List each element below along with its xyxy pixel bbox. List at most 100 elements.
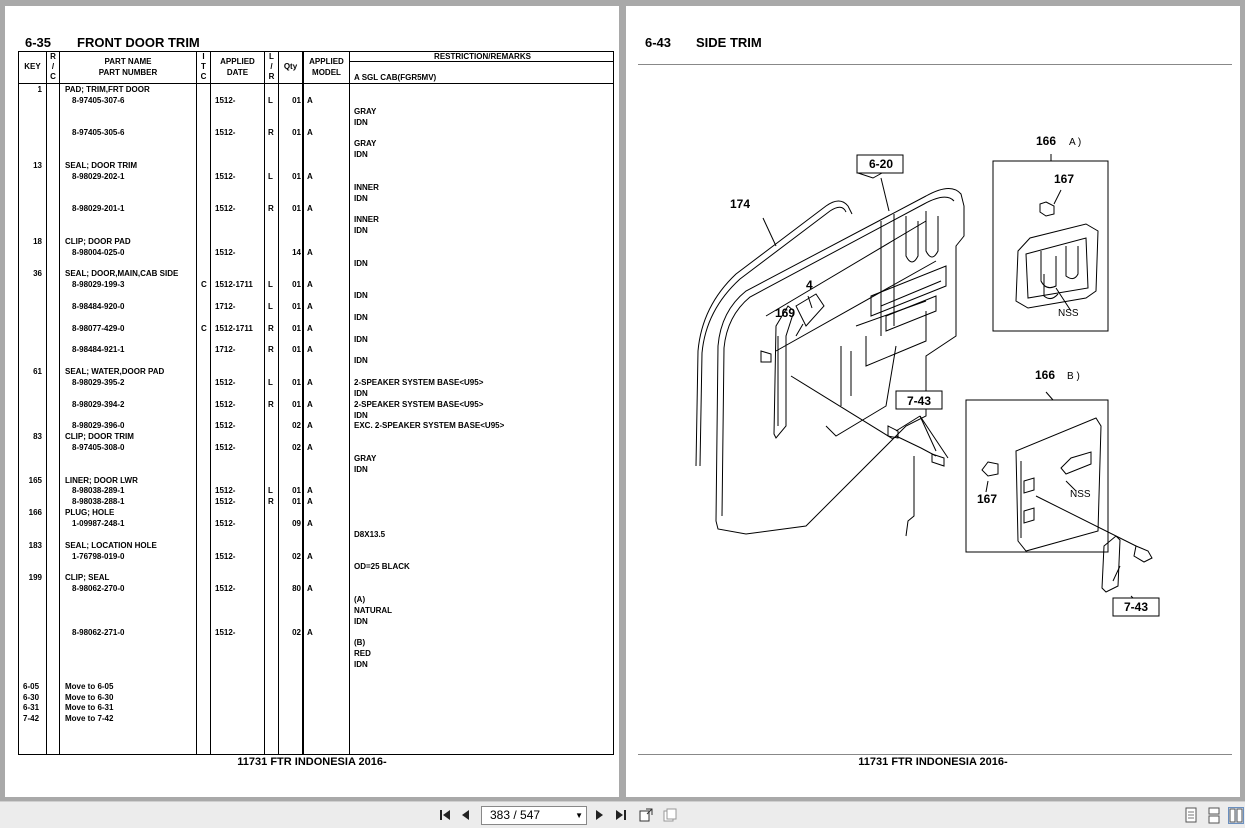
label-view-a: A ) (1069, 137, 1081, 148)
continuous-view-icon[interactable] (1206, 807, 1222, 824)
two-page-view-icon[interactable] (1228, 807, 1244, 824)
remarks: 2-SPEAKER SYSTEM BASE<U95> (354, 399, 484, 409)
lr-side: R (268, 323, 274, 333)
part-number: 8-98062-270-0 (72, 584, 125, 594)
section-title: FRONT DOOR TRIM (77, 35, 200, 50)
applied-model: A (307, 377, 313, 387)
quantity: 01 (292, 345, 301, 355)
applied-model: A (307, 323, 313, 333)
quantity: 01 (292, 399, 301, 409)
quantity: 02 (292, 627, 301, 637)
label-part-166-b: 166 (1035, 368, 1055, 382)
fit-page-icon[interactable] (638, 807, 654, 823)
remarks: IDN (354, 291, 368, 301)
part-key: 7-42 (23, 714, 40, 724)
quantity: 01 (292, 302, 301, 311)
part-name: CLIP; DOOR PAD (65, 236, 131, 246)
header-remarks: RESTRICTION/REMARKS (434, 52, 531, 61)
fit-width-icon[interactable] (662, 807, 678, 823)
page-footer: 11731 FTR INDONESIA 2016- (237, 756, 387, 768)
part-name: Move to 7-42 (65, 714, 114, 724)
remarks: IDN (354, 226, 368, 236)
remarks: IDN (354, 117, 368, 127)
part-name: SEAL; DOOR,MAIN,CAB SIDE (65, 269, 179, 279)
label-part-174: 174 (730, 197, 750, 211)
part-key: 165 (28, 475, 42, 485)
applied-model: A (307, 497, 313, 507)
part-key: 83 (33, 432, 42, 442)
quantity: 09 (292, 519, 301, 528)
header-applied-date-1: APPLIED (220, 57, 255, 66)
applied-date: 1512-1711 (215, 280, 253, 290)
part-number: 8-98029-396-0 (72, 421, 125, 431)
page-footer-right: 11731 FTR INDONESIA 2016- (858, 756, 1008, 768)
header-part-number: PART NUMBER (98, 68, 158, 77)
itc-code: C (201, 323, 207, 333)
part-number: 8-97405-308-0 (72, 443, 125, 453)
remarks: IDN (354, 258, 368, 268)
part-name: Move to 6-31 (65, 703, 114, 713)
next-page-icon[interactable] (591, 807, 607, 823)
part-name: PAD; TRIM,FRT DOOR (65, 85, 150, 94)
last-page-icon[interactable] (613, 807, 629, 823)
single-page-view-icon[interactable] (1183, 807, 1199, 824)
applied-date: 1512- (215, 171, 236, 181)
label-part-167-b: 167 (977, 492, 997, 506)
applied-model: A (307, 551, 313, 561)
quantity: 02 (292, 551, 301, 561)
remarks: IDN (354, 356, 368, 366)
remarks: IDN (354, 464, 368, 474)
previous-page-icon[interactable] (458, 807, 474, 823)
label-part-166-a: 166 (1036, 134, 1056, 148)
applied-date: 1712- (215, 302, 236, 311)
remarks: IDN (354, 616, 368, 626)
page-number-field[interactable]: 383 / 547 ▼ (481, 806, 587, 825)
lr-side: L (268, 377, 273, 387)
lr-side: L (268, 95, 273, 105)
section-number: 6-35 (25, 35, 52, 50)
part-name: LINER; DOOR LWR (65, 475, 138, 485)
remarks: INNER (354, 215, 379, 225)
first-page-icon[interactable] (437, 807, 453, 823)
remarks: (B) (354, 638, 366, 648)
label-ref-7-43-b: 7-43 (1124, 600, 1148, 614)
part-key: 1 (37, 85, 42, 94)
header-part-name: PART NAME (104, 57, 152, 66)
part-number: 8-98077-429-0 (72, 323, 125, 333)
applied-date: 1512- (215, 399, 236, 409)
label-ref-7-43-a: 7-43 (907, 394, 931, 408)
label-nss-b: NSS (1070, 489, 1091, 500)
quantity: 01 (292, 204, 301, 214)
applied-date: 1512- (215, 486, 236, 496)
part-number: 1-09987-248-1 (72, 519, 125, 528)
lr-side: R (268, 128, 274, 138)
part-number: 8-98029-199-3 (72, 280, 125, 290)
part-number: 8-98484-920-0 (72, 302, 125, 311)
lr-side: R (268, 204, 274, 214)
applied-model: A (307, 247, 313, 257)
remarks: IDN (354, 334, 368, 344)
part-key: 6-05 (23, 681, 40, 691)
right-page: 6-43 SIDE TRIM (626, 6, 1240, 797)
lr-side: L (268, 486, 273, 496)
remarks: GRAY (354, 453, 377, 463)
applied-model: A (307, 280, 313, 290)
remarks: IDN (354, 388, 368, 398)
remarks: EXC. 2-SPEAKER SYSTEM BASE<U95> (354, 421, 505, 431)
part-name: SEAL; WATER,DOOR PAD (65, 367, 165, 377)
quantity: 01 (292, 280, 301, 290)
part-name: Move to 6-30 (65, 692, 114, 702)
lr-side: R (268, 345, 274, 355)
applied-date: 1512- (215, 584, 236, 594)
part-number: 8-98038-288-1 (72, 497, 125, 507)
quantity: 14 (292, 247, 301, 257)
part-number: 8-98484-921-1 (72, 345, 125, 355)
remarks: IDN (354, 193, 368, 203)
chevron-down-icon[interactable]: ▼ (575, 811, 583, 820)
quantity: 01 (292, 323, 301, 333)
part-name: CLIP; SEAL (65, 573, 110, 583)
applied-date: 1512- (215, 377, 236, 387)
remarks: 2-SPEAKER SYSTEM BASE<U95> (354, 377, 484, 387)
quantity: 01 (292, 486, 301, 496)
part-key: 183 (28, 540, 42, 550)
